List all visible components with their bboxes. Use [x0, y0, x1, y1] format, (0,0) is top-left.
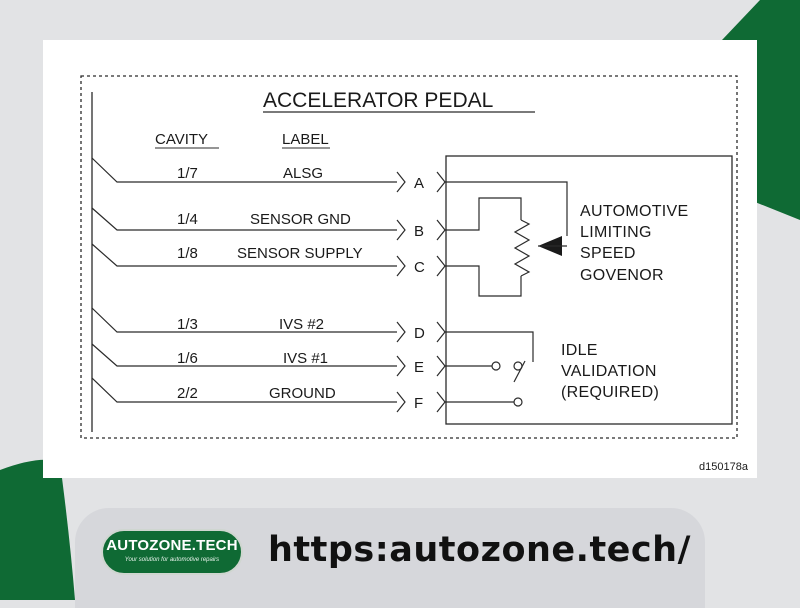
pin-a: A [414, 175, 424, 192]
label-b: SENSOR GND [250, 211, 351, 228]
svg-text:GOVENOR: GOVENOR [580, 267, 664, 284]
cavity-b: 1/4 [177, 211, 198, 228]
pin-b: B [414, 223, 424, 240]
svg-text:(REQUIRED): (REQUIRED) [561, 384, 659, 401]
header-cavity: CAVITY [155, 131, 208, 148]
cavity-a: 1/7 [177, 165, 198, 182]
cavity-d: 1/3 [177, 316, 198, 333]
asg-label: AUTOMOTIVE LIMITING SPEED GOVENOR [580, 203, 689, 284]
pin-d: D [414, 325, 425, 342]
cavity-f: 2/2 [177, 385, 198, 402]
svg-text:IDLE: IDLE [561, 342, 598, 359]
wire-row-b: 1/4 SENSOR GND B [91, 207, 446, 241]
logo-tagline: Your solution for automotive repairs [124, 557, 220, 563]
cavity-c: 1/8 [177, 245, 198, 262]
wire-row-f: 2/2 GROUND F [91, 377, 446, 413]
wire-row-d: 1/3 IVS #2 D [91, 307, 446, 343]
pin-c: C [414, 259, 425, 276]
svg-text:LIMITING: LIMITING [580, 224, 652, 241]
header-label: LABEL [282, 131, 329, 148]
diagram-title: ACCELERATOR PEDAL [263, 89, 493, 112]
pin-e: E [414, 359, 424, 376]
wire-row-e: 1/6 IVS #1 E [91, 343, 446, 377]
label-a: ALSG [283, 165, 323, 182]
dashed-frame [80, 75, 738, 439]
svg-text:AUTOMOTIVE: AUTOMOTIVE [580, 203, 689, 220]
idle-switch-circuit [445, 331, 534, 407]
site-url-link[interactable]: https:autozone.tech/ [268, 530, 691, 570]
figure-id: d150178a [699, 461, 749, 473]
corner-shape-bottom-left [0, 459, 62, 600]
logo-name: AUTOZONE.TECH [106, 537, 238, 554]
wire-row-c: 1/8 SENSOR SUPPLY C [91, 243, 446, 277]
label-c: SENSOR SUPPLY [237, 245, 363, 262]
pin-f: F [414, 395, 423, 412]
label-e: IVS #1 [283, 350, 328, 367]
svg-text:SPEED: SPEED [580, 245, 636, 262]
label-f: GROUND [269, 385, 336, 402]
label-d: IVS #2 [279, 316, 324, 333]
cavity-e: 1/6 [177, 350, 198, 367]
wire-row-a: 1/7 ALSG A [91, 157, 446, 193]
potentiometer-circuit [445, 181, 568, 297]
svg-text:VALIDATION: VALIDATION [561, 363, 657, 380]
module-box [445, 155, 733, 425]
autozone-logo[interactable]: AUTOZONE.TECH Your solution for automoti… [101, 529, 243, 575]
idle-label: IDLE VALIDATION (REQUIRED) [561, 342, 659, 401]
wiring-diagram: ACCELERATOR PEDAL CAVITY LABEL 1/7 ALSG … [80, 75, 749, 473]
diagram-panel: ACCELERATOR PEDAL CAVITY LABEL 1/7 ALSG … [43, 40, 757, 478]
